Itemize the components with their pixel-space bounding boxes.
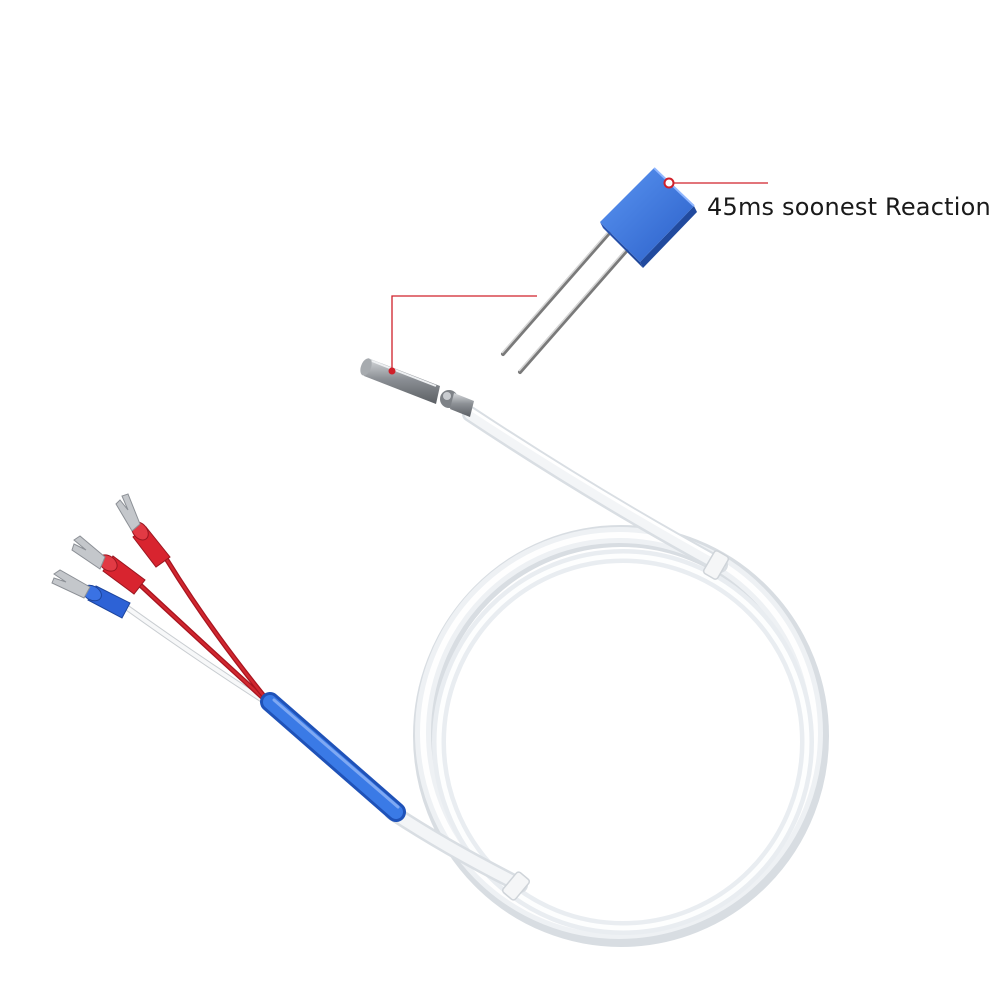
heatshrink-sleeve — [260, 692, 406, 822]
rtd-chip-icon — [501, 167, 697, 374]
coiled-cable — [413, 525, 829, 947]
fork-terminal-blue-icon — [51, 569, 131, 619]
fork-terminal-red-2-icon — [115, 493, 171, 568]
reaction-time-label: 45ms soonest Reaction — [707, 193, 991, 221]
stainless-probe-icon — [360, 358, 474, 417]
probe-cable — [462, 406, 728, 573]
cable-tie-bottom — [501, 871, 531, 901]
fork-terminal-red-1-icon — [71, 535, 146, 595]
lead-wires — [123, 557, 275, 709]
reaction-callout — [663, 177, 768, 189]
lead-cable — [384, 804, 528, 893]
probe-callout — [388, 295, 537, 375]
cable-tie-top — [702, 550, 730, 580]
